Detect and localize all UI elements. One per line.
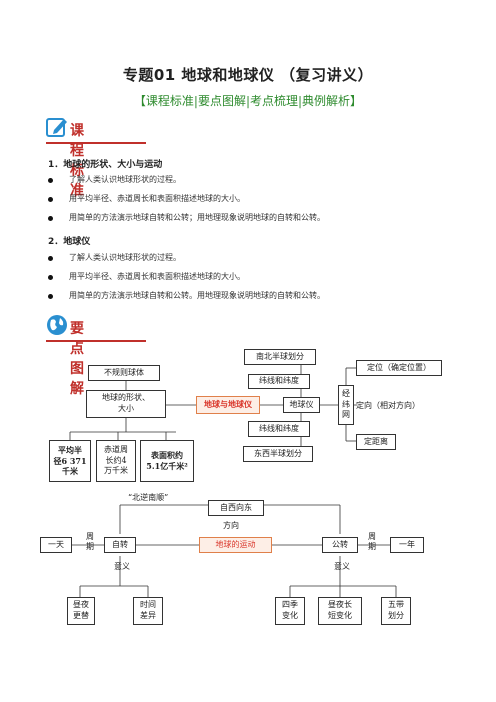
box-locate: 定位（确定位置）: [356, 360, 442, 376]
box-mean-radius: 平均半 径6 371 千米: [49, 440, 91, 482]
section-title-standards: 课程标准: [70, 123, 84, 199]
box-one-day: 一天: [40, 537, 72, 553]
text-direction: 定向（相对方向）: [356, 401, 420, 410]
pencil-edit-icon: [46, 118, 67, 137]
box-irregular-sphere: 不规则球体: [88, 365, 160, 381]
bullet-icon: [48, 177, 53, 183]
box-surface-area: 表面积约 5.1亿千米²: [140, 440, 194, 482]
text-direction-label: 方向: [223, 521, 239, 530]
list-item: 了解人类认识地球形状的过程。: [48, 174, 181, 185]
box-day-length: 昼夜长 短变化: [318, 597, 362, 625]
box-grid: 经 纬 网: [338, 385, 354, 425]
box-one-year: 一年: [390, 537, 424, 553]
group-heading-2: 2．地球仪: [48, 237, 91, 247]
box-seasons: 四季 变化: [275, 597, 305, 625]
text-meaning-left: 意义: [114, 562, 130, 571]
list-item: 用平均半径、赤道周长和表面积描述地球的大小。: [48, 271, 245, 282]
box-latitude-bottom: 纬线和纬度: [248, 421, 310, 437]
page-title: 专题01 地球和地球仪 （复习讲义）: [122, 66, 374, 84]
globe-icon: [47, 315, 67, 335]
page-subtitle: 【课程标准|要点图解|考点梳理|典例解析】: [133, 94, 363, 108]
box-ew-hemisphere: 东西半球划分: [243, 446, 313, 462]
box-shape-size: 地球的形状、 大小: [86, 390, 166, 418]
section-underline: [46, 340, 146, 342]
list-item: 了解人类认识地球形状的过程。: [48, 252, 181, 263]
box-earth-motion: 地球的运动: [199, 537, 272, 553]
list-item: 用平均半径、赤道周长和表面积描述地球的大小。: [48, 193, 245, 204]
text-period-left: 周 期: [86, 532, 94, 552]
section-underline: [46, 142, 146, 144]
text-north-south-rule: “北逆南顺”: [128, 493, 169, 502]
box-time-difference: 时间 差异: [133, 597, 163, 625]
box-globe: 地球仪: [283, 397, 320, 413]
box-rotation: 自转: [104, 537, 136, 553]
box-latitude-top: 纬线和纬度: [248, 374, 310, 389]
section-title-diagrams: 要点图解: [70, 321, 84, 397]
box-equator-length: 赤道周 长约4 万千米: [96, 440, 136, 482]
bullet-icon: [48, 196, 53, 202]
list-item: 用简单的方法演示地球自转和公转。用地理现象说明地球的自转和公转。: [48, 290, 325, 301]
box-five-zones: 五带 划分: [381, 597, 411, 625]
text-period-right: 周 期: [368, 532, 376, 552]
bullet-icon: [48, 255, 53, 261]
bullet-icon: [48, 274, 53, 280]
box-distance: 定距离: [356, 434, 396, 450]
text-meaning-right: 意义: [334, 562, 350, 571]
box-ns-hemisphere: 南北半球划分: [244, 349, 316, 365]
bullet-icon: [48, 293, 53, 299]
box-earth-and-globe: 地球与地球仪: [196, 396, 260, 414]
group-heading-1: 1．地球的形状、大小与运动: [48, 160, 163, 170]
box-day-night-alternation: 昼夜 更替: [67, 597, 95, 625]
box-west-to-east: 自西向东: [208, 500, 264, 516]
bullet-icon: [48, 215, 53, 221]
box-revolution: 公转: [322, 537, 358, 553]
list-item: 用简单的方法演示地球自转和公转；用地理现象说明地球的自转和公转。: [48, 212, 325, 223]
